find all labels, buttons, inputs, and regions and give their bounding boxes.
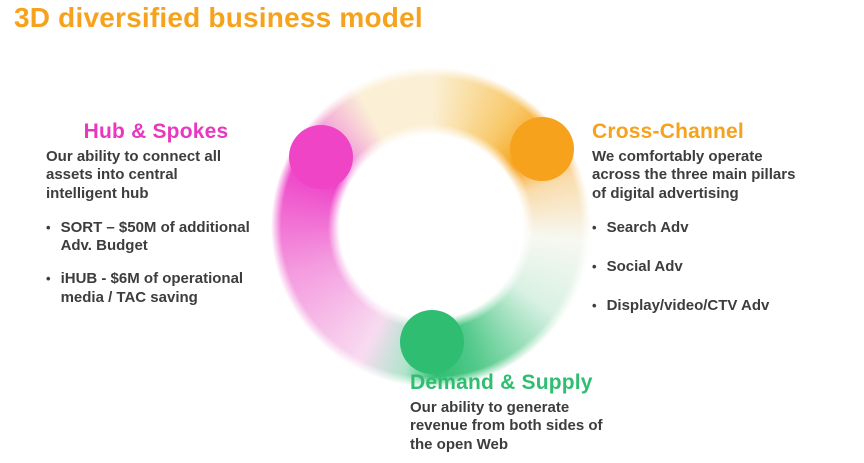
list-item: • iHUB - $6M of operational media / TAC … xyxy=(46,270,266,307)
hub-spokes-description: Our ability to connect all assets into c… xyxy=(46,148,222,202)
cross-channel-description: We comfortably operate across the three … xyxy=(592,148,796,202)
demand-supply-description: Our ability to generate revenue from bot… xyxy=(410,399,603,453)
list-item: • Display/video/CTV Adv xyxy=(592,297,828,315)
hub-spokes-bullet-list: • SORT – $50M of additional Adv. Budget … xyxy=(46,219,266,307)
cross-channel-heading: Cross-Channel xyxy=(592,120,744,143)
list-item: • Search Adv xyxy=(592,219,828,237)
bullet-text: Search Adv xyxy=(606,218,689,236)
hub-spokes-heading: Hub & Spokes xyxy=(83,120,229,143)
bullet-icon: • xyxy=(592,298,597,314)
list-item: • SORT – $50M of additional Adv. Budget xyxy=(46,219,266,256)
bullet-text: SORT – $50M of additional Adv. Budget xyxy=(60,218,250,255)
bullet-icon: • xyxy=(46,271,51,287)
cross-channel-section: Cross-Channel We comfortably operate acr… xyxy=(592,120,828,337)
bullet-icon: • xyxy=(46,219,51,235)
demand-supply-node-icon xyxy=(400,310,464,374)
bullet-icon: • xyxy=(592,219,597,235)
hub-spokes-section: Hub & Spokes Our ability to connect all … xyxy=(46,120,266,322)
hub-spokes-node-icon xyxy=(289,125,353,189)
list-item: • Social Adv xyxy=(592,258,828,276)
cross-channel-node-icon xyxy=(510,117,574,181)
bullet-text: Social Adv xyxy=(606,258,683,276)
bullet-text: Display/video/CTV Adv xyxy=(606,297,770,315)
page-title: 3D diversified business model xyxy=(14,2,423,33)
demand-supply-heading: Demand & Supply xyxy=(410,371,593,394)
cross-channel-bullet-list: • Search Adv • Social Adv • Display/vide… xyxy=(592,219,828,316)
bullet-text: iHUB - $6M of operational media / TAC sa… xyxy=(60,270,244,306)
bullet-icon: • xyxy=(592,259,597,275)
demand-supply-section: Demand & Supply Our ability to generate … xyxy=(410,371,650,454)
